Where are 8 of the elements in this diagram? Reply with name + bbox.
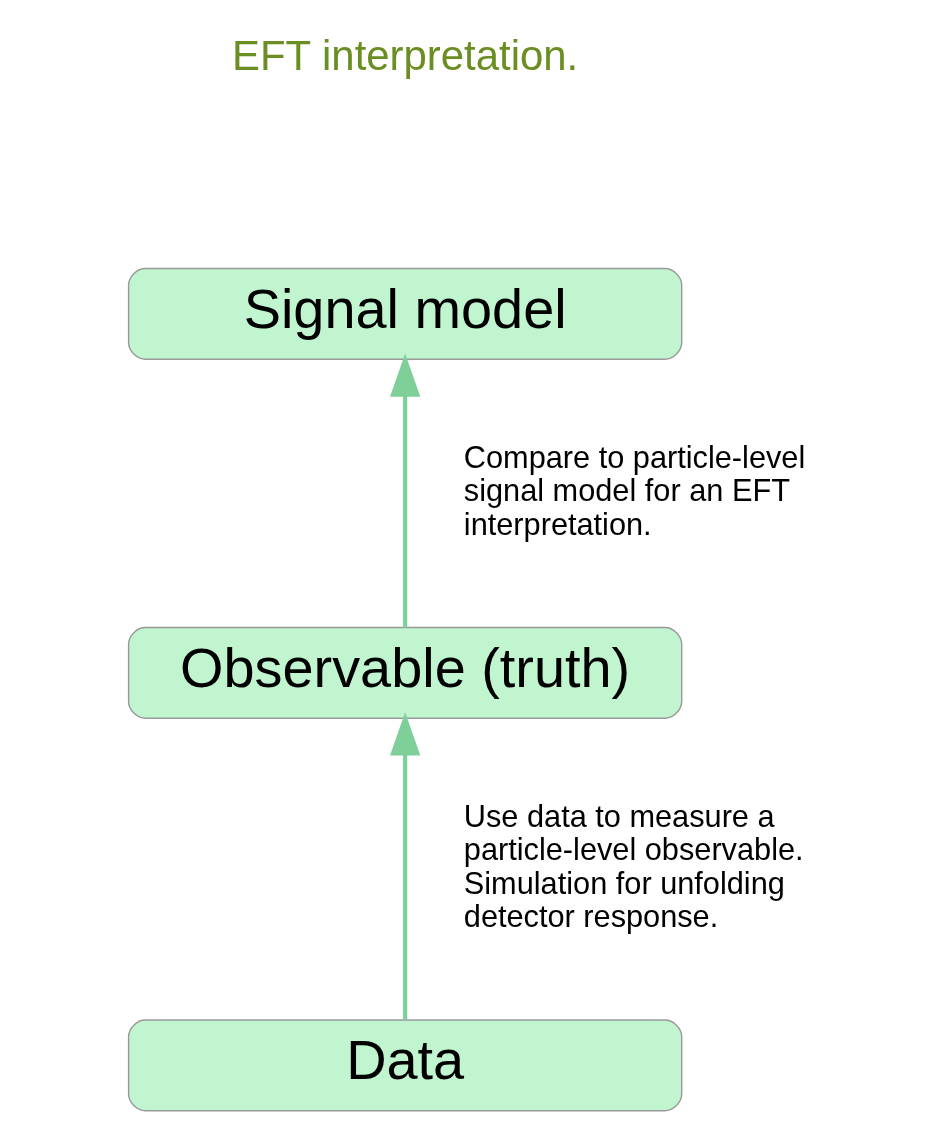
arrow <box>389 353 421 628</box>
edge-label: Compare to particle-level signal model for an EFT interpretation. <box>463 439 806 542</box>
arrow <box>389 712 421 1020</box>
edge-label: Use data to measure a particle-level observable. Simulation for unfolding detector response. <box>463 798 804 935</box>
node-box: Observable (truth) <box>127 626 683 719</box>
node-box: Data <box>127 1019 683 1112</box>
node-box: Signal model <box>127 267 683 360</box>
label: EFT interpretation. <box>232 32 579 80</box>
